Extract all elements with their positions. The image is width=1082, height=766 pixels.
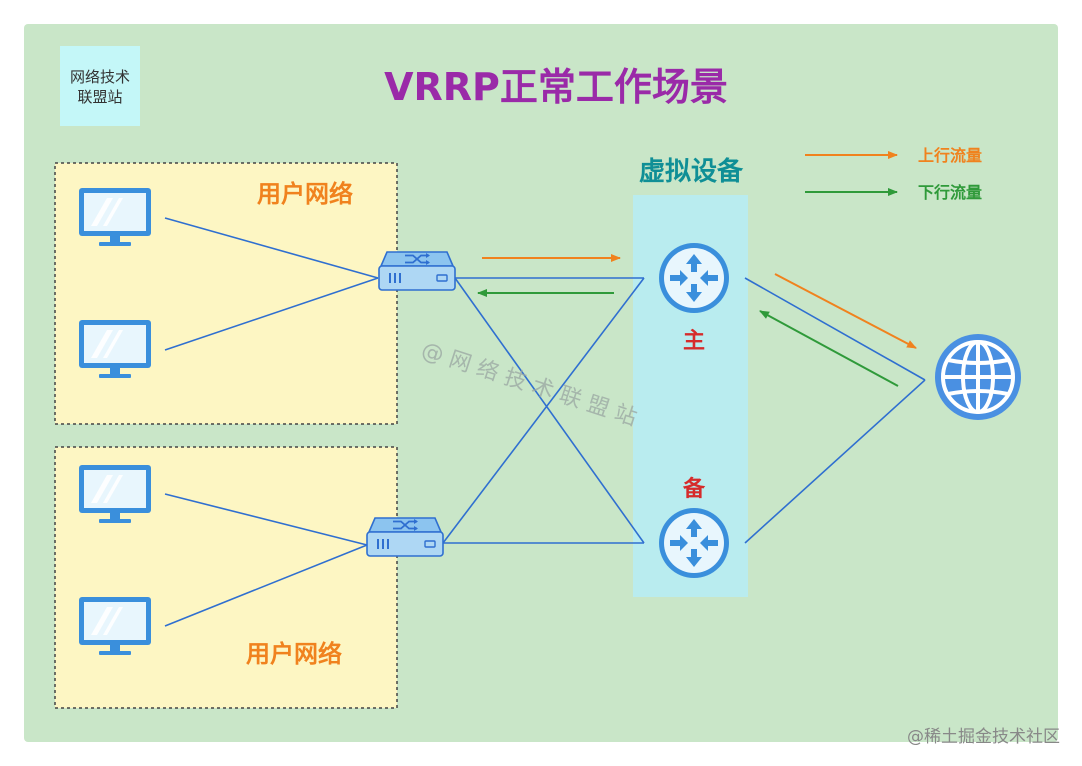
logo-line2: 联盟站	[77, 88, 122, 106]
router-master-label: 主	[683, 329, 705, 354]
network-links	[164, 217, 926, 627]
logo: 网络技术 联盟站	[60, 46, 140, 126]
legend-upstream: 上行流量	[918, 146, 982, 165]
globe-icon	[933, 332, 1023, 422]
legend-downstream: 下行流量	[918, 183, 982, 202]
user-network-label-top: 用户网络	[257, 180, 353, 208]
router-icon-backup	[659, 508, 729, 578]
legend: 上行流量 下行流量	[805, 146, 982, 202]
logo-line1: 网络技术	[70, 68, 130, 86]
page-title: VRRP正常工作场景	[384, 65, 728, 109]
footer-credit: @稀土掘金技术社区	[907, 727, 1060, 747]
traffic-arrows	[477, 254, 917, 387]
switch-icon-top	[378, 251, 456, 291]
virtual-device-label: 虚拟设备	[639, 157, 744, 187]
switch-icon-bottom	[366, 517, 444, 557]
router-backup-label: 备	[682, 476, 706, 502]
router-icon-master	[659, 243, 729, 313]
user-network-label-bottom: 用户网络	[246, 640, 342, 668]
